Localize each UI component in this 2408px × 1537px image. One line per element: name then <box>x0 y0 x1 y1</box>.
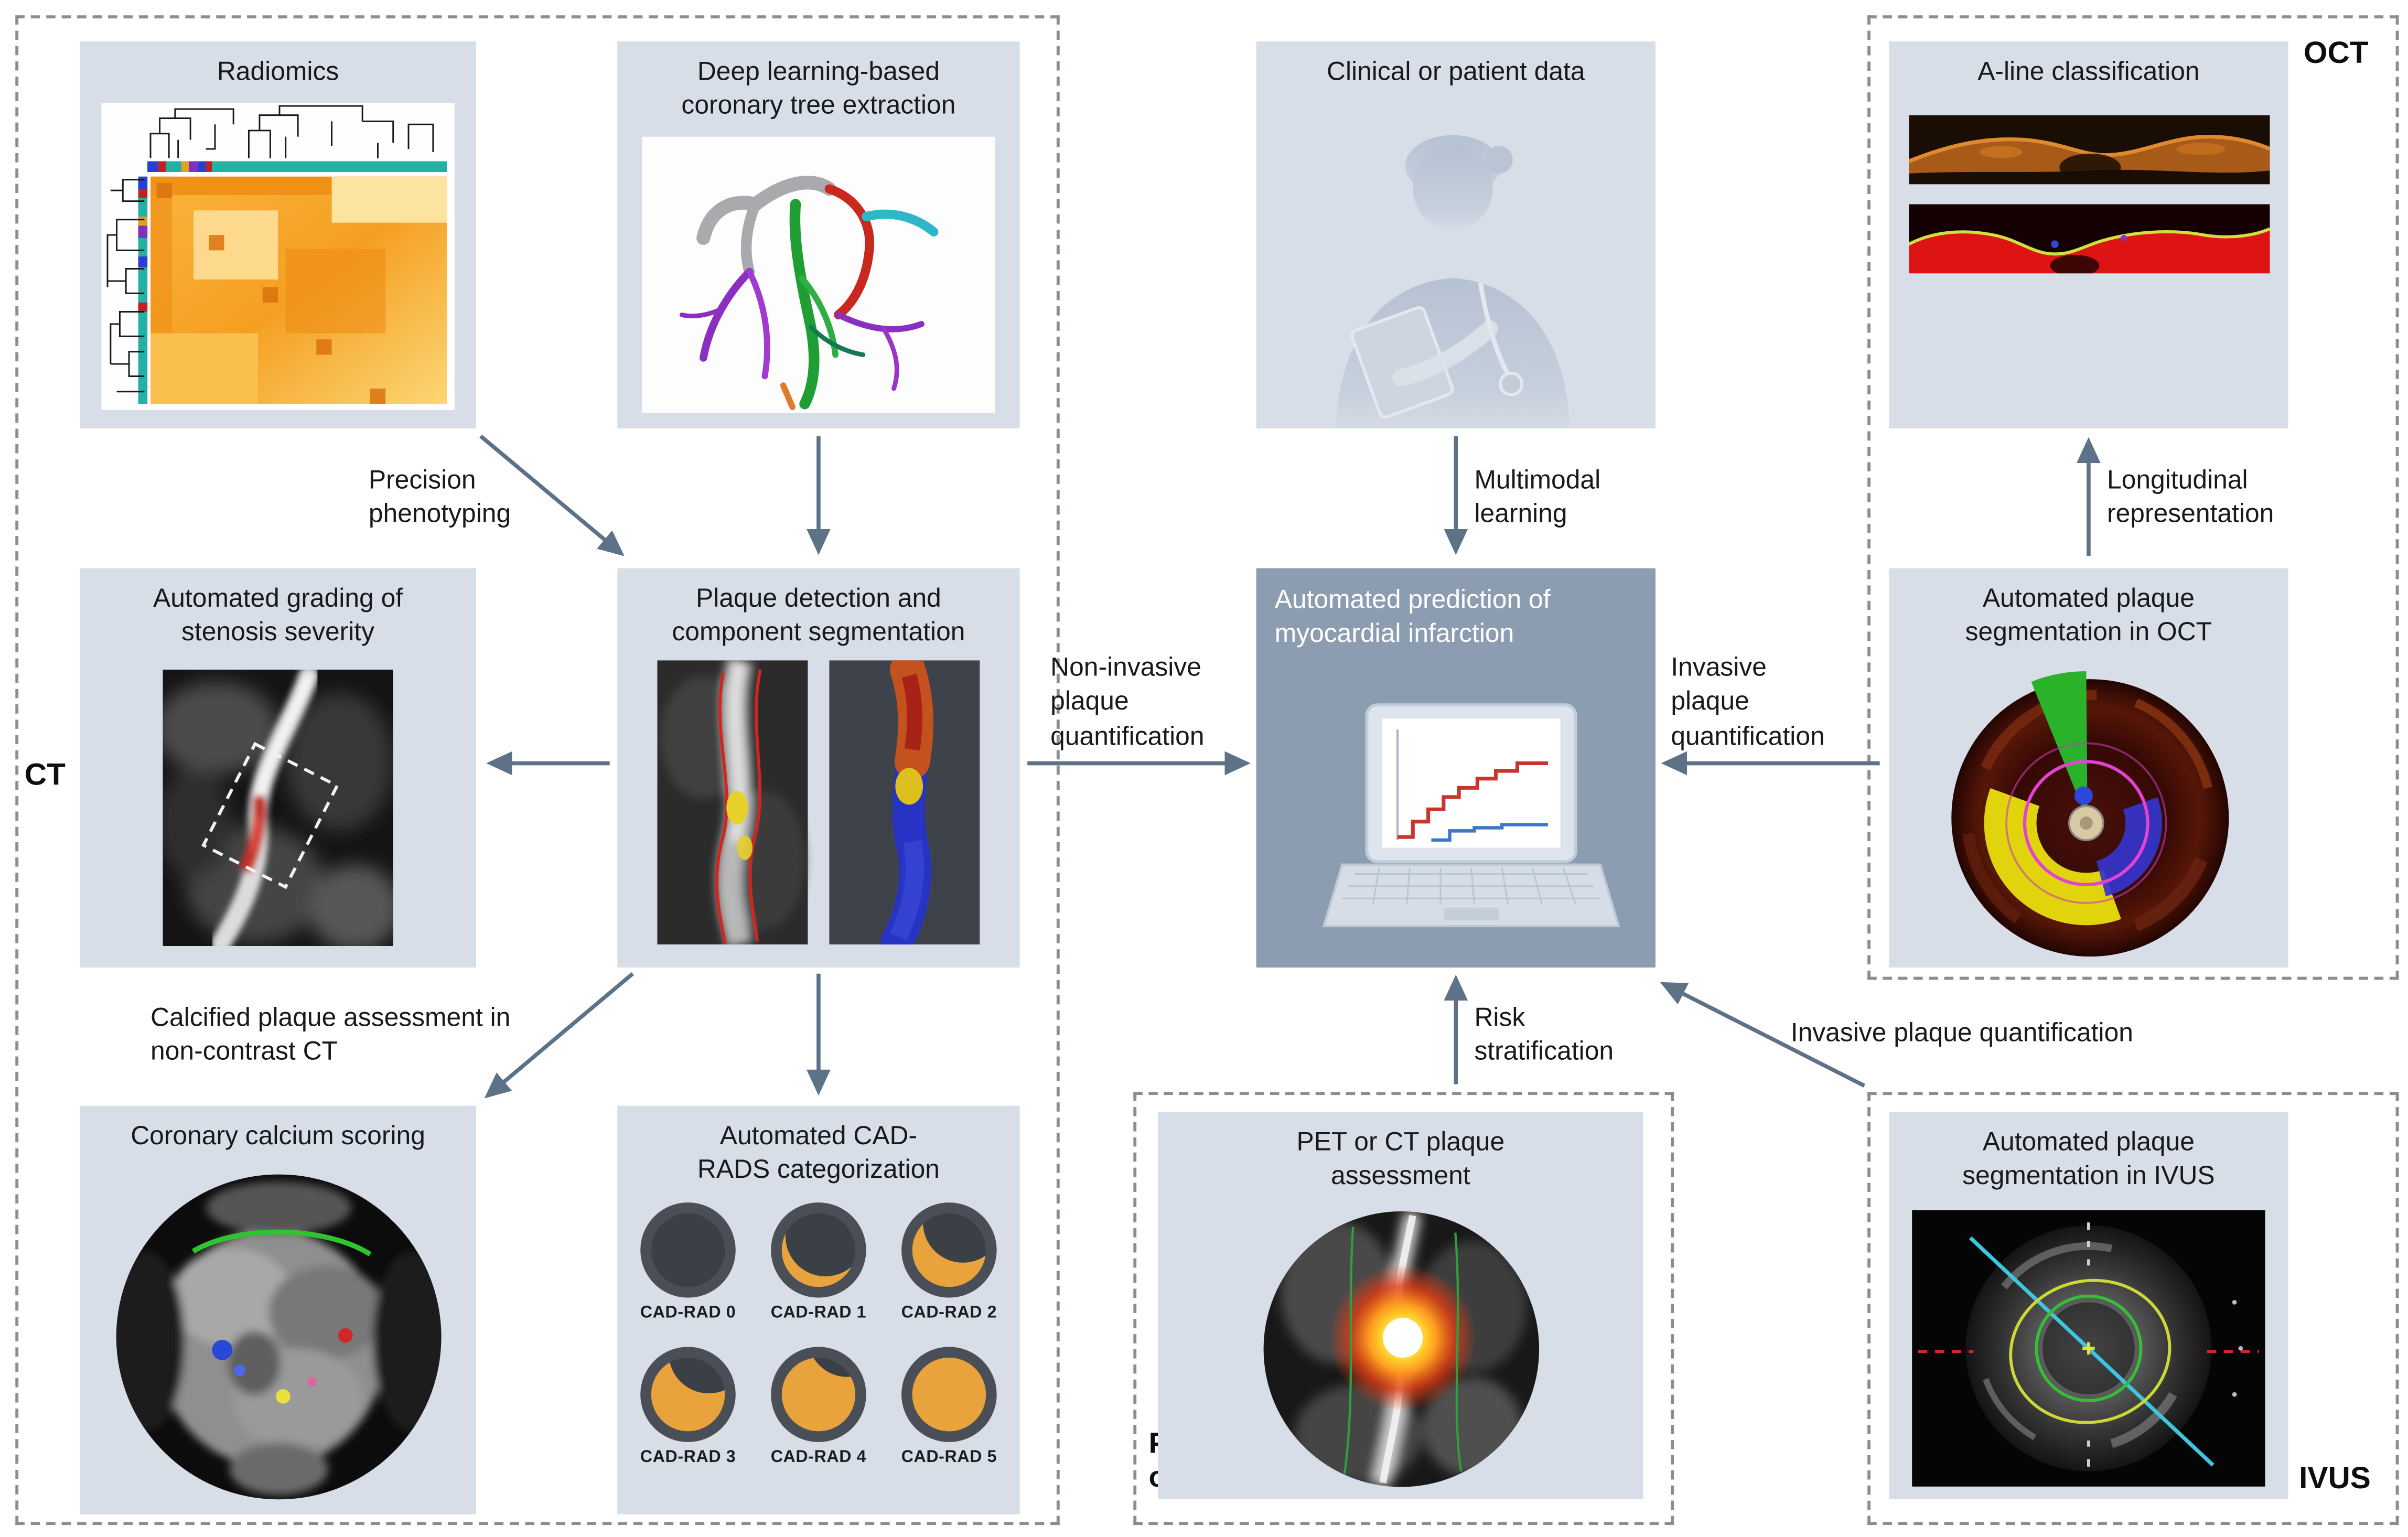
risk-stratification-label: Risk stratification <box>1474 1003 1614 1067</box>
non-invasive-quantification-label: Non-invasive plaque quantification <box>1050 652 1205 751</box>
stenosis-angiogram-image <box>163 669 393 947</box>
panel-title: A-line classification <box>1977 57 2200 87</box>
cad-rad-5-item: CAD-RAD 5 <box>885 1345 1014 1467</box>
cad-rad-5-icon <box>901 1347 997 1442</box>
ct-modality-label: CT <box>24 758 66 793</box>
cardiac-ct-slice-image <box>116 1174 442 1500</box>
laptop-survival-curve-image <box>1322 703 1620 928</box>
invasive-quantification-oct-label: Invasive plaque quantification <box>1671 652 1825 751</box>
clinician-silhouette-image <box>1336 135 1570 429</box>
panel-title: Clinical or patient data <box>1326 57 1585 87</box>
ivus-cross-section-image <box>1912 1210 2265 1487</box>
panel-title: Plaque detection and component segmentat… <box>672 583 965 647</box>
panel-clinical-data: Clinical or patient data <box>1256 41 1656 429</box>
cad-rad-label: CAD-RAD 0 <box>640 1304 736 1323</box>
panel-coronary-tree: Deep learning-based coronary tree extrac… <box>617 41 1020 429</box>
panel-title: Automated plaque segmentation in OCT <box>1965 583 2212 647</box>
oct-bscan-strip-image <box>1909 115 2270 185</box>
longitudinal-representation-label: Longitudinal representation <box>2107 465 2274 529</box>
panel-title: PET or CT plaque assessment <box>1296 1127 1505 1190</box>
panel-title: Deep learning-based coronary tree extrac… <box>681 57 956 120</box>
cad-rad-1-icon <box>771 1202 866 1298</box>
panel-title: Radiomics <box>217 57 339 87</box>
pet-plaque-image <box>1263 1211 1540 1487</box>
panel-oct-segmentation: Automated plaque segmentation in OCT <box>1889 568 2288 968</box>
oct-modality-label: OCT <box>2303 37 2369 71</box>
cad-rad-2-icon <box>901 1202 997 1298</box>
ivus-modality-label: IVUS <box>2299 1462 2371 1496</box>
coronary-tree-image <box>642 136 995 413</box>
panel-radiomics: Radiomics <box>80 41 476 429</box>
panel-title: Automated CAD-RADS categorization <box>697 1121 940 1184</box>
cad-rad-2-item: CAD-RAD 2 <box>885 1201 1014 1323</box>
cad-rad-4-item: CAD-RAD 4 <box>754 1345 883 1467</box>
a-line-classification-strip-image <box>1909 204 2270 274</box>
ivus-group-box <box>1867 1092 2399 1525</box>
cad-rad-3-icon <box>640 1347 736 1442</box>
panel-title: Automated prediction of myocardial infar… <box>1274 585 1551 648</box>
cad-rad-1-item: CAD-RAD 1 <box>754 1201 883 1323</box>
precision-phenotyping-label: Precision phenotyping <box>368 465 511 529</box>
calcified-assessment-label: Calcified plaque assessment in non-contr… <box>150 1003 511 1067</box>
panel-title: Coronary calcium scoring <box>131 1121 425 1151</box>
cad-rad-label: CAD-RAD 5 <box>901 1448 997 1467</box>
panel-cad-rads: Automated CAD-RADS categorization CAD-RA… <box>617 1105 1020 1514</box>
cad-rad-0-item: CAD-RAD 0 <box>624 1201 752 1323</box>
panel-pet-assessment: PET or CT plaque assessment <box>1158 1112 1643 1499</box>
cad-rad-label: CAD-RAD 2 <box>901 1304 997 1323</box>
panel-title: Automated grading of stenosis severity <box>153 583 403 647</box>
panel-a-line: A-line classification <box>1889 41 2288 429</box>
panel-mi-prediction: Automated prediction of myocardial infar… <box>1256 568 1656 968</box>
ct-group-box <box>15 15 1060 1525</box>
cad-rad-0-icon <box>640 1202 736 1298</box>
oct-cross-section-image <box>1951 671 2229 957</box>
invasive-quantification-ivus-label: Invasive plaque quantification <box>1790 1018 2133 1048</box>
panel-plaque-detection: Plaque detection and component segmentat… <box>617 568 1020 968</box>
plaque-segmentation-image <box>657 660 980 945</box>
radiomics-heatmap-image <box>101 103 455 410</box>
cad-rad-label: CAD-RAD 3 <box>640 1448 736 1467</box>
cad-rad-label: CAD-RAD 1 <box>770 1304 867 1323</box>
pet-group-box <box>1133 1092 1674 1525</box>
panel-calcium-scoring: Coronary calcium scoring <box>80 1105 476 1514</box>
panel-ivus-segmentation: Automated plaque segmentation in IVUS <box>1889 1112 2288 1499</box>
cad-rad-label: CAD-RAD 4 <box>770 1448 867 1467</box>
oct-group-box <box>1867 15 2399 980</box>
multimodal-learning-label: Multimodal learning <box>1474 465 1601 529</box>
cad-rad-4-icon <box>771 1347 866 1442</box>
cad-rad-3-item: CAD-RAD 3 <box>624 1345 752 1467</box>
panel-stenosis-grading: Automated grading of stenosis severity <box>80 568 476 968</box>
panel-title: Automated plaque segmentation in IVUS <box>1962 1127 2215 1190</box>
